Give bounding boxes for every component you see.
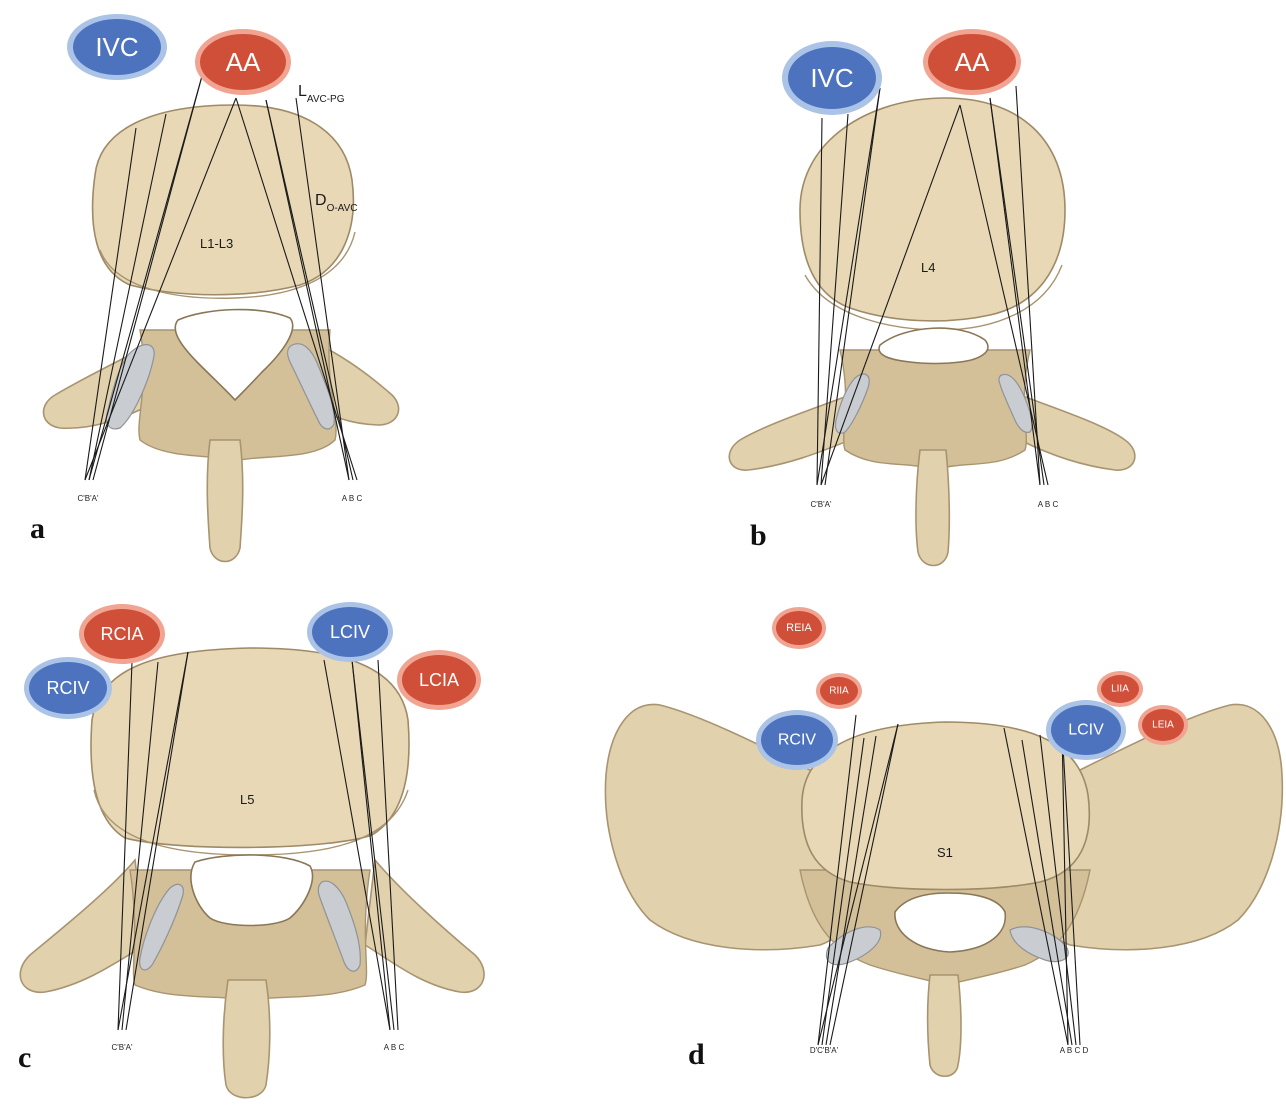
panel-a: IVC AA LAVC-PG DO-AVC L1-L3 C'B'A' A B C… — [30, 14, 399, 562]
vessel-leia: LEIA — [1138, 705, 1188, 745]
vertebra-level-label: S1 — [937, 845, 953, 860]
vessel-label: REIA — [786, 622, 812, 634]
vessel-label: LEIA — [1152, 720, 1174, 731]
vessel-label: LCIA — [419, 670, 459, 690]
panel-letter: a — [30, 512, 45, 545]
vessel-aa: AA — [195, 29, 291, 95]
tick-labels-right: A B C — [1038, 500, 1059, 509]
vessel-label: LIIA — [1111, 684, 1129, 695]
vessel-liia: LIIA — [1097, 671, 1143, 707]
transverse-process-right — [365, 860, 484, 992]
vertebra-level-label: L4 — [921, 260, 935, 275]
vessel-ivc: IVC — [67, 14, 167, 80]
vessel-aa: AA — [923, 29, 1021, 95]
vessel-reia: REIA — [772, 607, 826, 649]
spinous-process — [223, 980, 270, 1098]
spinous-process — [207, 440, 242, 562]
vessel-rcia: RCIA — [79, 604, 165, 664]
vessel-riia: RIIA — [816, 673, 862, 709]
vessel-lciv: LCIV — [1046, 700, 1126, 760]
vessel-label: RIIA — [829, 686, 849, 697]
tick-labels-left: C'B'A' — [111, 1043, 133, 1052]
vessel-lciv: LCIV — [307, 602, 393, 662]
vessel-label: LCIV — [1068, 722, 1104, 739]
panel-d: REIA RIIA RCIV LIIA LCIV LEIA S1 D'C' — [605, 607, 1282, 1076]
vertebral-canal — [191, 855, 312, 926]
vertebral-canal — [879, 328, 988, 363]
panel-b: IVC AA L4 C'B'A' A B C b — [729, 29, 1135, 566]
vessel-label: AA — [226, 47, 261, 77]
tick-labels-right: A B C — [342, 494, 363, 503]
tick-labels-right: A B C D — [1060, 1046, 1089, 1055]
vessel-rciv: RCIV — [24, 657, 112, 719]
vessel-ivc: IVC — [782, 41, 882, 115]
annotation-l: LAVC-PG — [298, 83, 345, 105]
vessel-label: RCIV — [778, 732, 817, 749]
panel-letter: d — [688, 1038, 705, 1071]
transverse-process-left — [20, 860, 145, 992]
vessel-label: RCIA — [100, 624, 143, 644]
vessel-lcia: LCIA — [397, 650, 481, 710]
spinous-process — [916, 450, 949, 566]
vertebral-body — [800, 98, 1065, 321]
tick-labels-left: C'B'A' — [77, 494, 99, 503]
tick-labels-left: C'B'A' — [810, 500, 832, 509]
median-sacral-crest — [928, 975, 961, 1076]
panel-c: RCIA RCIV LCIV LCIA L5 C'B'A' A B C c — [18, 602, 484, 1098]
vertebra-level-label: L5 — [240, 792, 254, 807]
vessel-label: AA — [955, 47, 990, 77]
vessel-rciv: RCIV — [756, 710, 838, 770]
vessel-label: IVC — [95, 32, 138, 62]
tick-labels-left: D'C'B'A' — [810, 1046, 839, 1055]
panel-letter: c — [18, 1041, 31, 1074]
tick-labels-right: A B C — [384, 1043, 405, 1052]
vessel-label: IVC — [810, 63, 853, 93]
panel-letter: b — [750, 519, 767, 552]
vessel-label: LCIV — [330, 622, 370, 642]
vertebral-body — [802, 722, 1090, 890]
vertebra-level-label: L1-L3 — [200, 236, 233, 251]
vessel-label: RCIV — [46, 678, 89, 698]
